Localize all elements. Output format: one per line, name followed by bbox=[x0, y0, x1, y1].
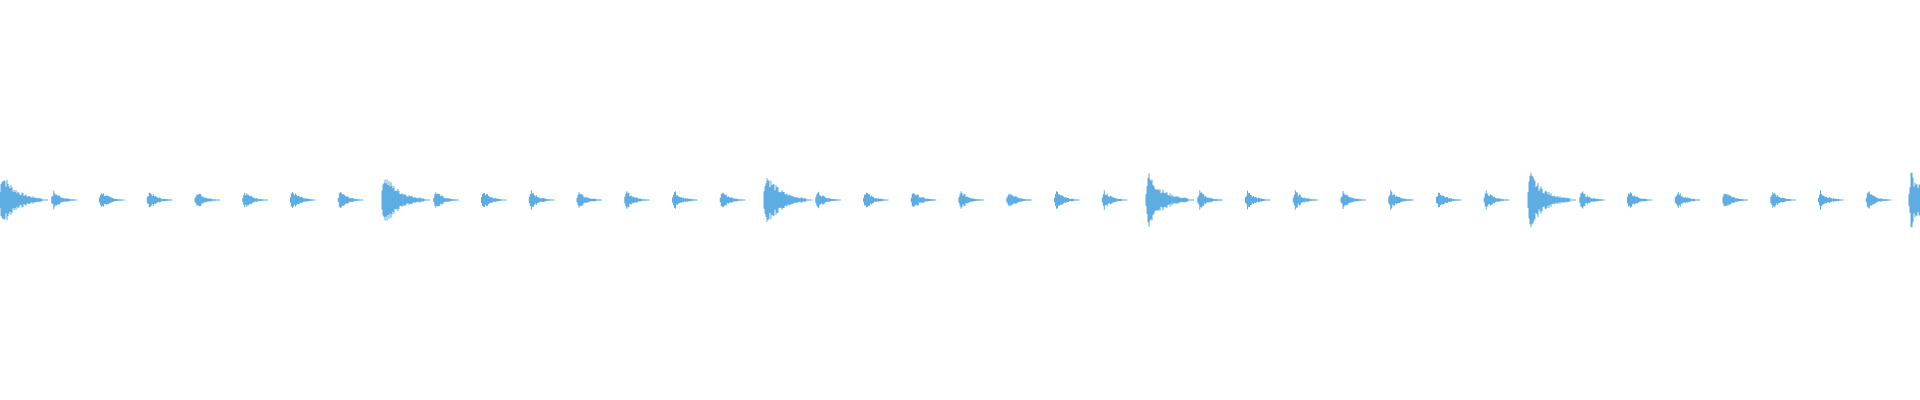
downbeat-transient bbox=[1145, 173, 1194, 227]
beat-transient bbox=[242, 192, 268, 208]
beat-transient bbox=[146, 192, 173, 208]
beat-transient bbox=[51, 190, 77, 210]
beat-transient bbox=[576, 191, 602, 209]
beat-transient bbox=[958, 191, 984, 209]
beat-transient bbox=[1292, 190, 1319, 210]
downbeat-transient bbox=[0, 179, 48, 221]
beat-transient bbox=[1388, 190, 1414, 210]
downbeat-transient bbox=[763, 178, 812, 222]
beat-transient bbox=[1865, 191, 1892, 209]
beat-transient bbox=[672, 191, 698, 209]
downbeat-transient bbox=[1527, 172, 1576, 228]
beat-transient bbox=[863, 192, 889, 208]
beat-transient bbox=[1674, 191, 1701, 209]
beat-transient bbox=[1340, 191, 1366, 209]
beat-transient bbox=[719, 192, 746, 208]
beat-transient bbox=[1770, 192, 1796, 208]
beat-transient bbox=[1101, 190, 1128, 210]
beat-transient bbox=[1579, 191, 1605, 209]
beat-transient bbox=[528, 190, 555, 210]
beat-transient bbox=[337, 192, 364, 208]
beat-transient bbox=[99, 193, 125, 207]
beat-transient bbox=[1006, 193, 1032, 207]
downbeat-transient bbox=[1908, 172, 1920, 228]
beat-transient bbox=[290, 192, 316, 208]
beat-transient bbox=[815, 191, 841, 209]
waveform-transients bbox=[0, 172, 1920, 228]
beat-transient bbox=[1054, 191, 1080, 209]
beat-transient bbox=[1436, 192, 1462, 208]
beat-transient bbox=[194, 193, 220, 207]
beat-transient bbox=[910, 193, 937, 207]
beat-transient bbox=[1245, 190, 1271, 210]
beat-transient bbox=[1818, 190, 1844, 210]
beat-transient bbox=[624, 191, 650, 209]
beat-transient bbox=[481, 192, 507, 208]
beat-transient bbox=[1627, 192, 1653, 208]
beat-transient bbox=[433, 192, 459, 208]
downbeat-transient bbox=[381, 179, 430, 221]
beat-transient bbox=[1483, 190, 1510, 210]
beat-transient bbox=[1722, 193, 1748, 207]
beat-transient bbox=[1197, 190, 1223, 210]
